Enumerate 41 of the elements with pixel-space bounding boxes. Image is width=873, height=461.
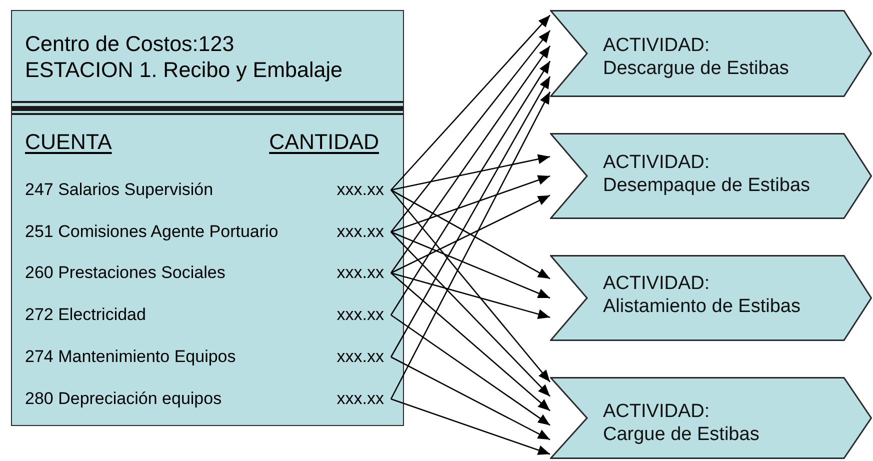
arrow — [390, 190, 550, 382]
account-name: 247 Salarios Supervisión — [25, 179, 214, 201]
amount-value: xxx.xx — [336, 179, 384, 201]
column-header: CUENTA — [25, 129, 112, 155]
activity-name: Desempaque de Estibas — [603, 174, 812, 197]
arrow — [390, 175, 550, 233]
arrow — [390, 356, 550, 440]
activity-name: Descargue de Estibas — [603, 57, 790, 80]
activity-name: Cargue de Estibas — [603, 423, 760, 446]
amount-value: xxx.xx — [336, 346, 384, 368]
arrow — [390, 232, 550, 397]
amount-value: xxx.xx — [336, 388, 384, 410]
arrow — [390, 272, 550, 319]
amount-value: xxx.xx — [336, 221, 384, 243]
account-name: 274 Mantenimiento Equipos — [25, 346, 236, 368]
arrow — [390, 76, 551, 358]
account-name: 272 Electricidad — [25, 304, 146, 326]
arrow — [390, 398, 550, 455]
arrow — [390, 45, 551, 274]
activity-label: ACTIVIDAD: — [603, 151, 711, 174]
arrow — [390, 60, 551, 316]
activity-name: Alistamiento de Estibas — [603, 295, 802, 318]
activity-label: ACTIVIDAD: — [603, 272, 711, 295]
account-name: 260 Prestaciones Sociales — [25, 262, 226, 284]
account-name: 280 Depreciación equipos — [25, 388, 222, 410]
amount-value: xxx.xx — [336, 304, 384, 326]
arrow — [390, 314, 550, 426]
amount-value: xxx.xx — [336, 262, 384, 284]
account-name: 251 Comisiones Agente Portuario — [25, 221, 278, 243]
activity-label: ACTIVIDAD: — [603, 400, 711, 423]
activity-label: ACTIVIDAD: — [603, 34, 711, 57]
cost-center-panel — [11, 10, 404, 426]
arrow — [390, 91, 551, 400]
header-text: Centro de Costos:123 — [25, 31, 236, 57]
arrow — [390, 231, 550, 299]
arrow — [390, 30, 551, 232]
arrow — [390, 154, 550, 191]
arrow — [390, 14, 550, 190]
arrow — [390, 272, 550, 412]
header-text: ESTACION 1. Recibo y Embalaje — [25, 57, 342, 83]
column-header: CANTIDAD — [269, 129, 379, 155]
